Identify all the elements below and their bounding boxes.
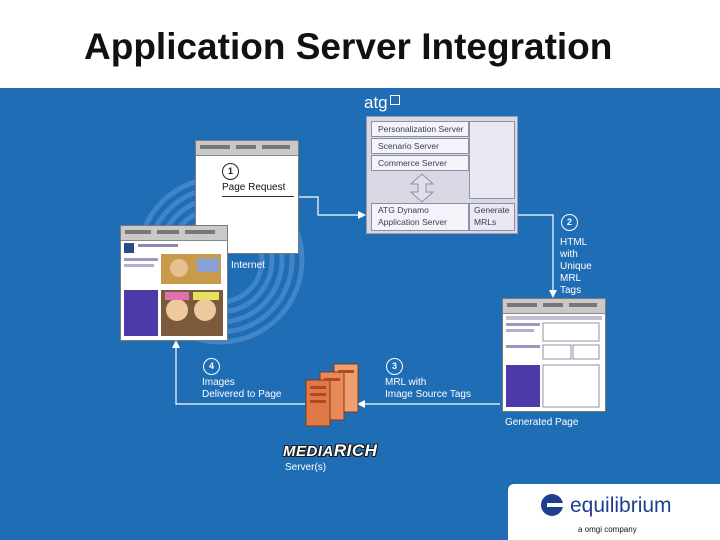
arrow-html-output xyxy=(518,214,554,292)
generate-line-2: MRLs xyxy=(474,217,497,227)
equilibrium-logo-icon xyxy=(541,494,563,516)
mediarich-servers-label: Server(s) xyxy=(285,462,327,473)
atg-server-panel: Personalization Server Scenario Server C… xyxy=(366,116,518,234)
step-2-line: with xyxy=(560,249,578,260)
step-4-line: Images xyxy=(202,377,235,388)
dynamo-line-2: Application Server xyxy=(378,217,447,227)
step-3-badge: 3 xyxy=(386,358,403,375)
browser-chrome xyxy=(503,299,605,314)
commerce-server: Commerce Server xyxy=(371,155,469,171)
mediarich-server-icon xyxy=(305,363,359,427)
server-panel-side xyxy=(469,121,515,199)
arrow-page-request xyxy=(297,196,360,216)
arrow-images-delivered xyxy=(175,346,305,405)
browser-chrome xyxy=(121,226,227,241)
mediarich-logo: MEDIARICH xyxy=(283,441,377,461)
step-1-badge: 1 xyxy=(222,163,239,180)
browser-chrome xyxy=(196,141,298,156)
step-3-line: Image Source Tags xyxy=(385,389,471,400)
step-3-line: MRL with xyxy=(385,377,427,388)
step-3-label: MRL with Image Source Tags xyxy=(385,377,471,401)
step-2-badge: 2 xyxy=(561,214,578,231)
step-2-line: Tags xyxy=(560,285,582,296)
client-page-content xyxy=(124,243,223,336)
registered-icon xyxy=(389,95,400,105)
generated-page-content xyxy=(506,316,602,408)
title-bar xyxy=(0,0,720,88)
internet-label: Internet xyxy=(231,260,265,271)
page-title: Application Server Integration xyxy=(84,26,613,67)
step-2-line: Unique xyxy=(560,261,592,272)
equilibrium-tagline: a omgi company xyxy=(578,525,637,534)
mediarich-logo-part2: RICH xyxy=(333,441,378,460)
personalization-server: Personalization Server xyxy=(371,121,469,137)
step-2-line: MRL xyxy=(560,273,582,284)
atg-dynamo-server: ATG Dynamo Application Server xyxy=(371,203,469,231)
step-2-label: HTML with Unique MRL Tags xyxy=(560,237,592,297)
equilibrium-brand: equilibrium xyxy=(570,494,672,517)
generate-mrls-box: Generate MRLs xyxy=(469,203,515,231)
step-4-badge: 4 xyxy=(203,358,220,375)
generated-page-label: Generated Page xyxy=(505,417,579,428)
bidirectional-arrow-icon xyxy=(409,173,435,203)
page-request-label: Page Request xyxy=(222,182,286,193)
step-4-label: Images Delivered to Page xyxy=(202,377,282,401)
atg-logo-text: atg xyxy=(364,93,388,112)
generated-page-window xyxy=(502,298,606,412)
generate-line-1: Generate xyxy=(474,205,510,215)
atg-logo: atg xyxy=(364,93,400,113)
client-browser-window xyxy=(120,225,228,341)
step-4-line: Delivered to Page xyxy=(202,389,282,400)
step-2-line: HTML xyxy=(560,237,588,248)
page-request-underline xyxy=(222,196,294,197)
mediarich-logo-part1: MEDIA xyxy=(283,443,334,460)
scenario-server: Scenario Server xyxy=(371,138,469,154)
dynamo-line-1: ATG Dynamo xyxy=(378,205,429,215)
